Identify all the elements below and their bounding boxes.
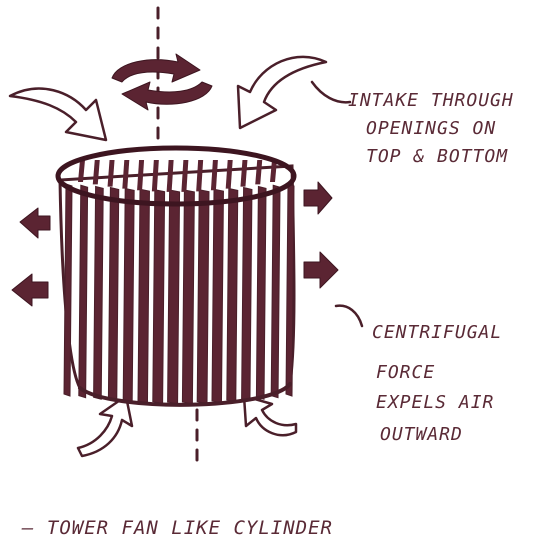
fan-blade bbox=[286, 184, 294, 396]
intake-arrow-top-right-icon bbox=[238, 57, 326, 128]
centrifugal-line-1: CENTRIFUGAL bbox=[372, 322, 502, 343]
centrifugal-line-4: OUTWARD bbox=[380, 424, 463, 445]
centrifugal-line-2: FORCE bbox=[376, 362, 435, 383]
fan-blade bbox=[182, 190, 194, 404]
fan-blade bbox=[94, 186, 104, 399]
rotation-arrows-icon bbox=[112, 54, 212, 110]
intake-arrow-bottom-left-icon bbox=[78, 396, 132, 456]
intake-arrow-top-left-icon bbox=[10, 89, 106, 140]
fan-blade bbox=[108, 188, 118, 401]
fan-blade bbox=[212, 189, 223, 403]
fan-blade bbox=[79, 185, 88, 397]
intake-annotation: INTAKE THROUGH OPENINGS ON TOP & BOTTOM bbox=[348, 90, 514, 167]
fan-blade bbox=[271, 185, 280, 397]
fan-blade bbox=[64, 184, 72, 396]
outward-arrow-right-upper-icon bbox=[304, 182, 332, 214]
fan-blade bbox=[242, 188, 252, 401]
fan-blade bbox=[256, 186, 266, 399]
outward-arrow-left-upper-icon bbox=[20, 208, 50, 238]
outward-arrow-right-lower-icon bbox=[304, 252, 338, 288]
fan-blade bbox=[227, 188, 238, 401]
outward-arrow-left-lower-icon bbox=[12, 274, 48, 306]
fan-blade bbox=[138, 189, 149, 403]
centrifugal-line-3: EXPELS AIR bbox=[376, 392, 494, 413]
centrifugal-annotation: CENTRIFUGAL FORCE EXPELS AIR OUTWARD bbox=[372, 322, 502, 445]
fan-blade bbox=[168, 190, 180, 404]
fan-blade bbox=[123, 188, 134, 401]
fan-blade bbox=[153, 190, 165, 404]
intake-line-3: TOP & BOTTOM bbox=[366, 146, 508, 167]
cylinder-fan bbox=[58, 148, 294, 405]
intake-line-1: INTAKE THROUGH bbox=[348, 90, 514, 111]
fan-blade bbox=[197, 190, 209, 404]
caption: — TOWER FAN LIKE CYLINDER bbox=[21, 517, 333, 539]
intake-line-2: OPENINGS ON bbox=[366, 118, 496, 139]
intake-arrow-bottom-right-icon bbox=[244, 396, 296, 435]
